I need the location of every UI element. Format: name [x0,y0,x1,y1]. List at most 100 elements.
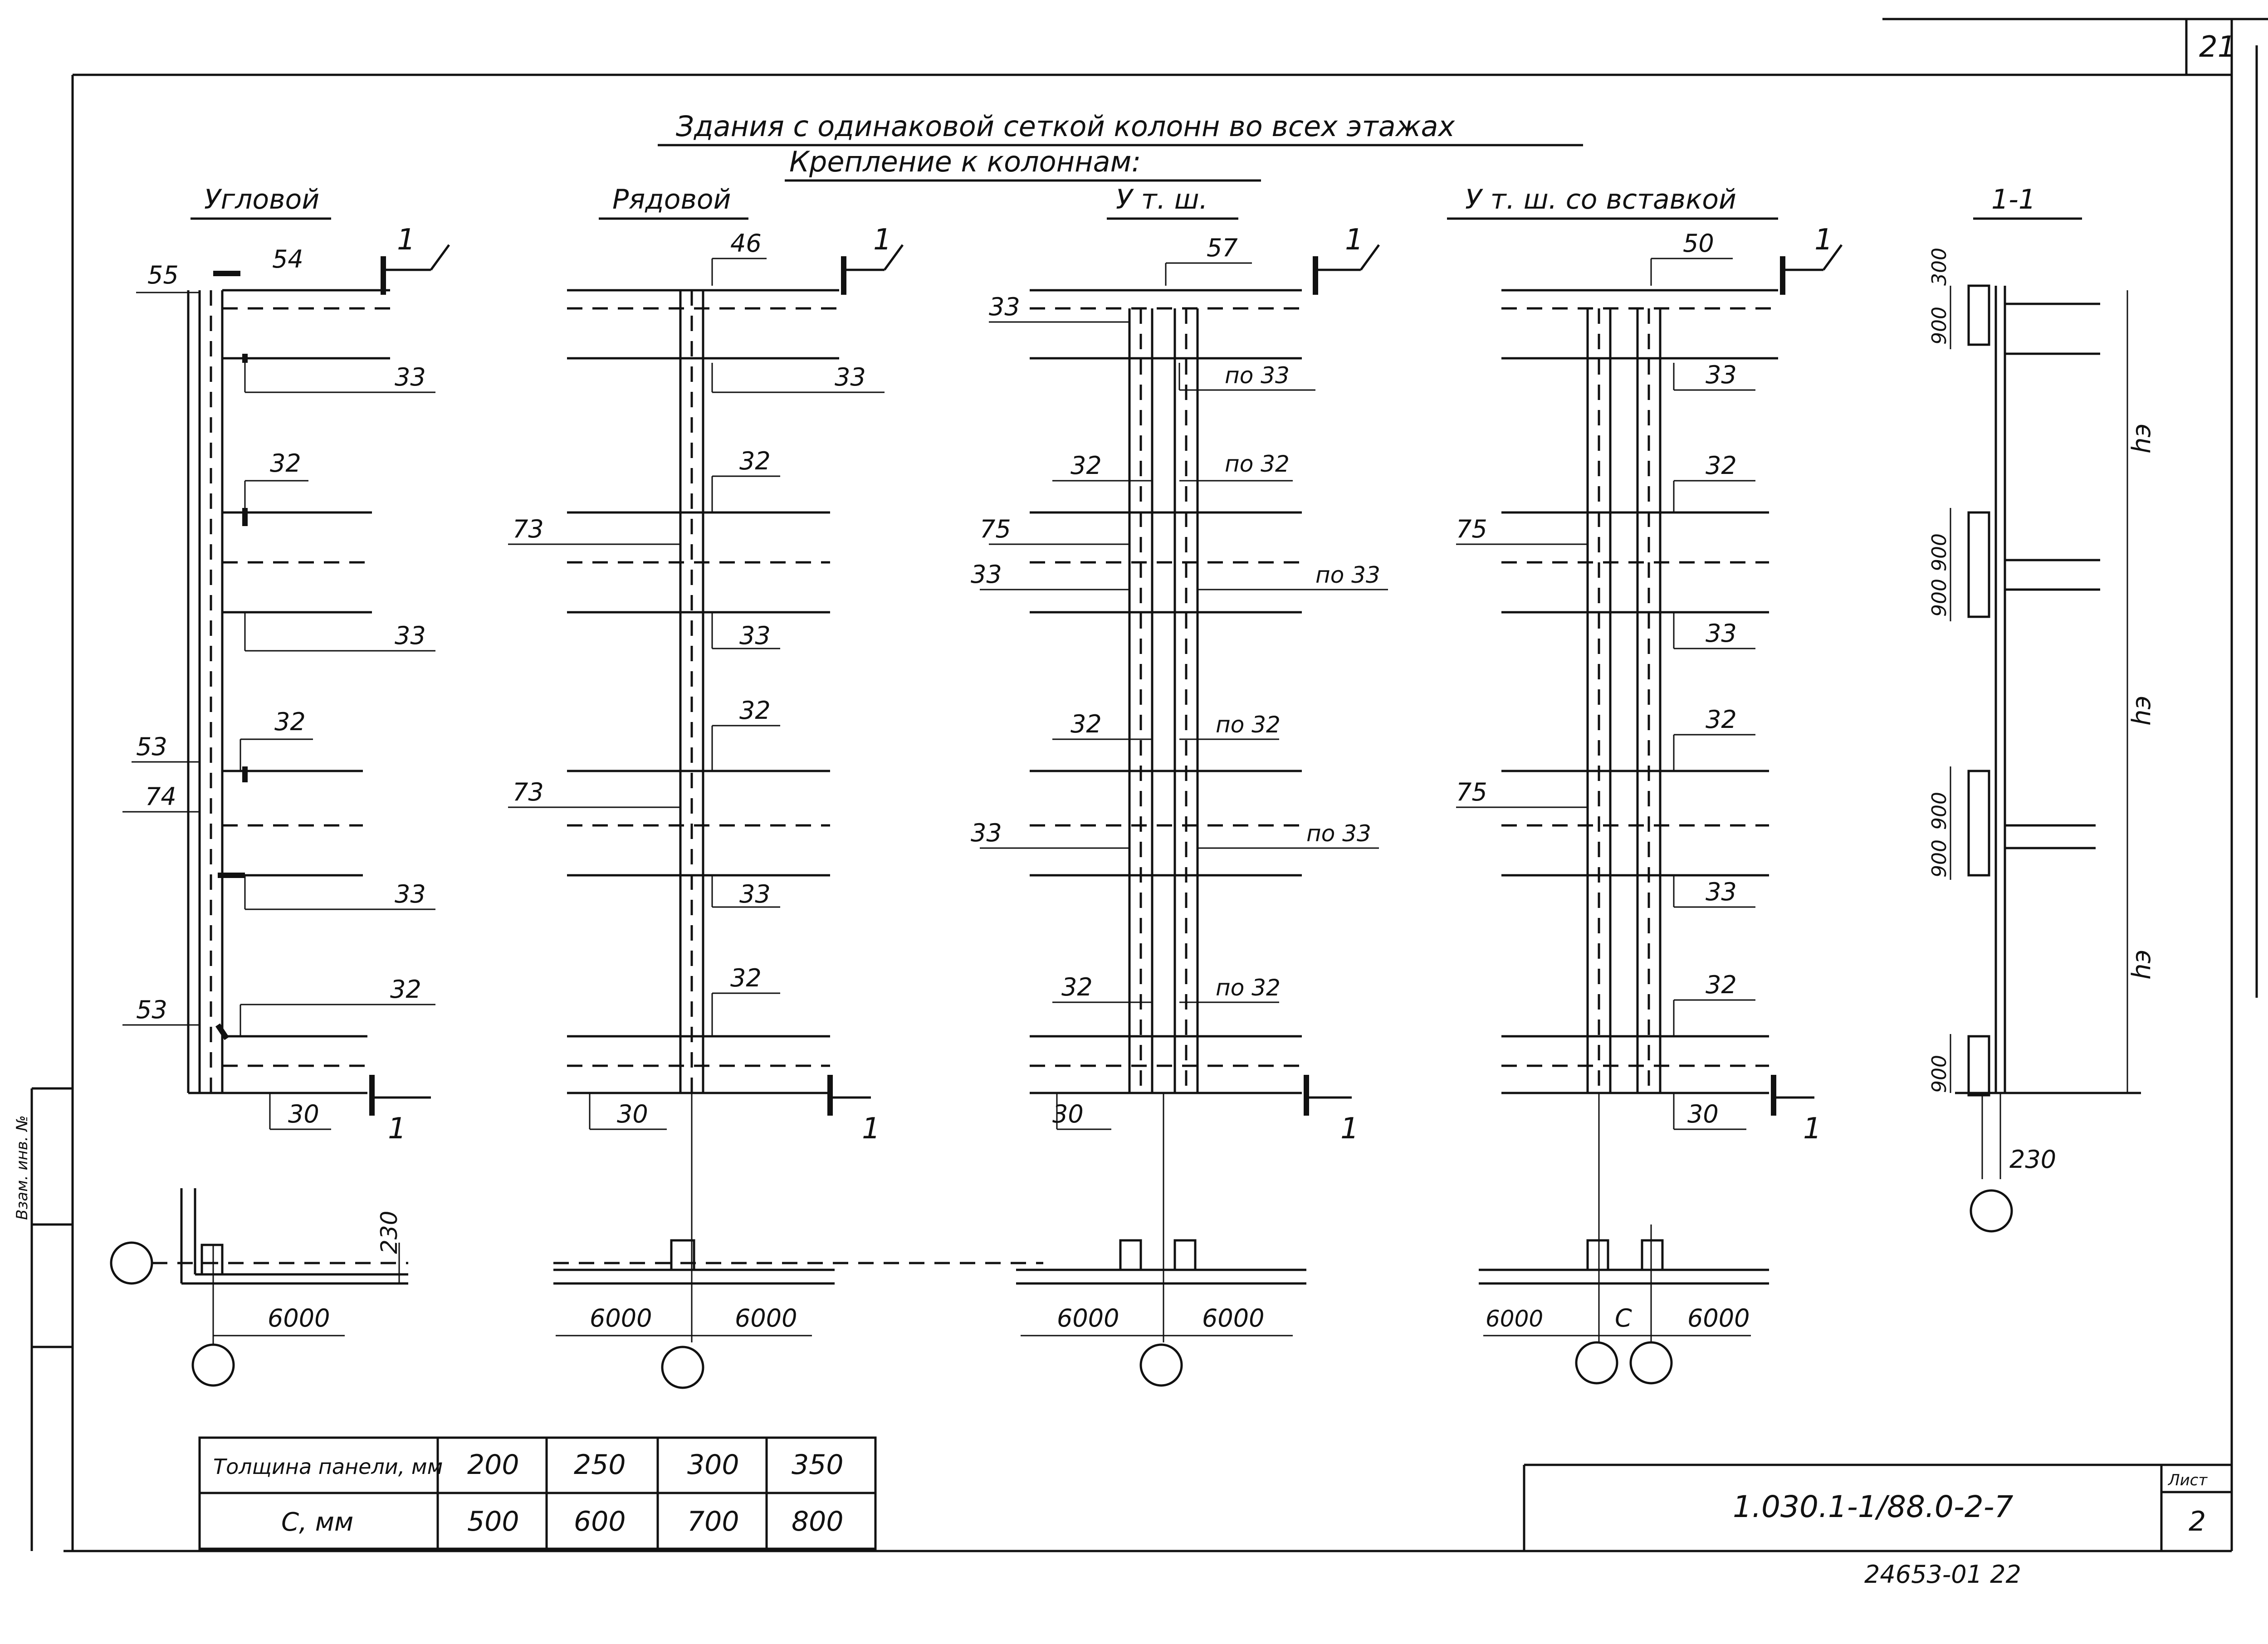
section-mark: 1 [1345,223,1364,257]
table-cell: 250 [574,1449,626,1481]
section-mark: 1 [862,1112,880,1146]
label-53: 53 [136,732,167,761]
plan-dim-6000: 6000 [1486,1306,1543,1332]
title-line2: Крепление к колоннам: [789,145,1141,178]
detail-expansion-joint-elevation [980,244,1388,1342]
table-cell: 350 [792,1449,844,1481]
table-row1-label: Толщина панели, мм [213,1454,443,1479]
sheet-label: Лист [2167,1471,2208,1489]
label-32: 32 [1706,451,1737,480]
label-30: 30 [1052,1100,1084,1128]
section-dim-900: 900 [1928,792,1951,830]
label-50: 50 [1683,229,1714,258]
side-stamp-label: Взам. инв. № [13,1115,31,1220]
label-53: 53 [136,995,167,1024]
label-30: 30 [1687,1100,1719,1128]
label-32: 32 [270,449,301,478]
section-dim-900: 900 [1928,1055,1951,1093]
label-32: 32 [274,707,306,736]
label-73: 73 [513,778,544,806]
label-46: 46 [730,229,762,258]
detail-row-plan [553,1239,1043,1389]
label-33: 33 [1706,361,1737,389]
label-33: 33 [1706,878,1737,906]
heading-row: Рядовой [612,184,731,215]
label-po-32: по 32 [1225,451,1290,477]
section-dim-900: 900 [1928,307,1951,345]
heading-section: 1-1 [1991,184,2036,215]
label-po-33: по 33 [1225,362,1290,389]
label-74: 74 [145,782,176,811]
table-cell: 200 [467,1449,519,1481]
title-line1: Здания с одинаковой сеткой колонн во все… [676,110,1456,143]
label-po-32: по 32 [1216,975,1281,1001]
section-dim-300: 300 [1928,248,1951,286]
label-po-32: по 32 [1216,712,1281,738]
plan-dim-6000: 6000 [1057,1304,1119,1332]
label-33: 33 [1706,619,1737,648]
label-32: 32 [739,447,771,475]
plan-dim-6000: 6000 [268,1304,330,1332]
sheet-frame [64,18,2268,1552]
plan-dim-6000: 6000 [590,1304,652,1332]
section-mark: 1 [388,1112,406,1146]
detail-joint-insert-elevation [1456,244,1843,1342]
section-mark: 1 [1814,223,1833,257]
label-54: 54 [272,245,303,273]
heading-corner: Угловой [204,184,319,215]
label-32: 32 [1070,710,1102,738]
label-33: 33 [971,819,1002,847]
section-dim-h: hэ [2127,424,2156,454]
detail-joint-insert-plan [1479,1224,1769,1385]
section-mark: 1 [873,223,892,257]
sheet-number: 2 [2189,1506,2206,1537]
label-32: 32 [390,975,421,1004]
table-cell: 800 [792,1506,844,1537]
plan-dim-230: 230 [376,1211,402,1254]
plan-dim-6000: 6000 [1202,1304,1264,1332]
label-33: 33 [395,363,426,391]
label-75: 75 [980,515,1011,543]
table-cell: 700 [687,1506,739,1537]
label-po-33: по 33 [1306,820,1371,847]
label-75: 75 [1456,778,1487,806]
table-cell: 300 [687,1449,739,1481]
label-33: 33 [739,880,771,908]
section-mark: 1 [1803,1112,1822,1146]
section-mark: 1 [1340,1112,1359,1146]
label-33: 33 [739,621,771,650]
label-55: 55 [147,261,179,289]
label-32: 32 [1706,971,1737,999]
detail-corner-plan [110,1188,408,1387]
label-33: 33 [971,560,1002,589]
section-mark: 1 [397,223,415,257]
heading-joint-with-insert: У т. ш. со вставкой [1465,184,1736,215]
detail-row-elevation [508,244,904,1342]
table-cell: 500 [467,1506,519,1537]
section-dim-h: hэ [2127,696,2156,726]
page-number: 21 [2199,30,2236,64]
label-30: 30 [288,1100,319,1128]
label-33: 33 [395,621,426,650]
label-75: 75 [1456,515,1487,543]
label-32: 32 [739,696,771,725]
label-32: 32 [1706,705,1737,734]
label-30: 30 [617,1100,648,1128]
bottom-note: 24653-01 22 [1864,1560,2021,1589]
section-dim-900: 900 [1928,579,1951,617]
side-stamp: Взам. инв. № [13,1087,73,1551]
thickness-table [198,1436,877,1550]
title-block [1523,1464,2232,1551]
plan-dim-6000: 6000 [735,1304,797,1332]
heading-expansion-joint: У т. ш. [1116,184,1208,215]
label-32: 32 [1070,451,1102,480]
section-1-1 [1950,284,2141,1233]
table-cell: 600 [574,1506,626,1537]
detail-corner-elevation [122,244,450,1130]
plan-dim-6000: 6000 [1687,1304,1750,1332]
label-32: 32 [1061,973,1093,1001]
document-code: 1.030.1-1/88.0-2-7 [1733,1489,2014,1524]
label-57: 57 [1207,234,1238,262]
label-po-33: по 33 [1315,562,1380,588]
